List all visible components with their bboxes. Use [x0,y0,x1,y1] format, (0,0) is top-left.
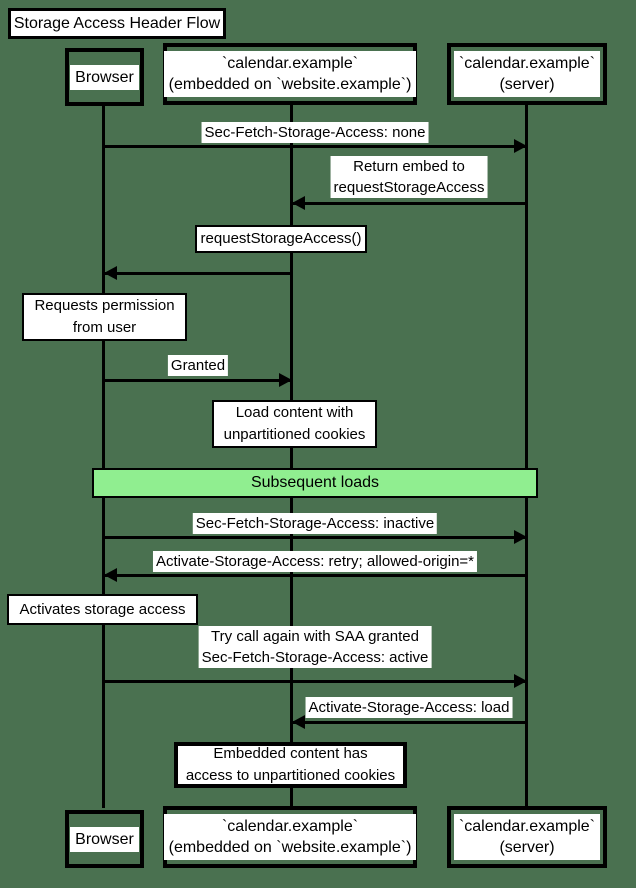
note-request-storage-access: requestStorageAccess() [195,225,367,253]
arrowhead-left-icon [292,196,305,210]
message-label-5: Sec-Fetch-Storage-Access: inactive [192,513,438,534]
band-subsequent-loads: Subsequent loads [92,468,538,498]
message-label-4: Granted [167,355,229,376]
message-line-7 [104,680,527,683]
arrowhead-right-icon [514,530,527,544]
participant-browser-top: Browser [65,48,144,106]
lifeline-server [525,105,528,808]
message-line-1 [104,145,527,148]
message-label-1: Sec-Fetch-Storage-Access: none [201,122,429,143]
lifeline-browser [102,106,105,808]
message-label-7: Try call again with SAA granted Sec-Fetc… [198,626,432,668]
arrowhead-right-icon [279,373,292,387]
message-line-6 [104,574,527,577]
message-line-3 [104,272,292,275]
message-line-5 [104,536,527,539]
participant-embed-label: `calendar.example` (embedded on `website… [163,51,417,97]
arrowhead-right-icon [514,674,527,688]
arrowhead-left-icon [104,266,117,280]
participant-server-bottom: `calendar.example` (server) [447,806,607,868]
arrowhead-left-icon [292,715,305,729]
message-line-8 [292,721,527,724]
note-activates-storage-access: Activates storage access [7,594,198,625]
diagram-title-text: Storage Access Header Flow [13,14,221,32]
participant-server-label: `calendar.example` (server) [453,51,601,97]
participant-server-label: `calendar.example` (server) [453,814,601,860]
message-line-4 [104,379,292,382]
participant-browser-label: Browser [70,826,139,852]
message-label-2: Return embed to requestStorageAccess [330,156,488,198]
participant-embed-label: `calendar.example` (embedded on `website… [163,814,417,860]
message-line-2 [292,202,527,205]
lifeline-embed [290,105,293,808]
arrowhead-right-icon [514,139,527,153]
note-embedded-content-access: Embedded content has access to unpartiti… [174,742,407,788]
participant-browser-label: Browser [70,64,139,90]
message-label-6: Activate-Storage-Access: retry; allowed-… [152,551,478,572]
participant-embed-top: `calendar.example` (embedded on `website… [163,43,417,105]
message-label-8: Activate-Storage-Access: load [305,697,513,718]
participant-server-top: `calendar.example` (server) [447,43,607,105]
note-requests-permission: Requests permission from user [22,293,187,341]
participant-browser-bottom: Browser [65,810,144,868]
band-label: Subsequent loads [250,474,380,491]
participant-embed-bottom: `calendar.example` (embedded on `website… [163,806,417,868]
arrowhead-left-icon [104,568,117,582]
diagram-title: Storage Access Header Flow [8,8,226,39]
note-load-content: Load content with unpartitioned cookies [212,400,377,448]
